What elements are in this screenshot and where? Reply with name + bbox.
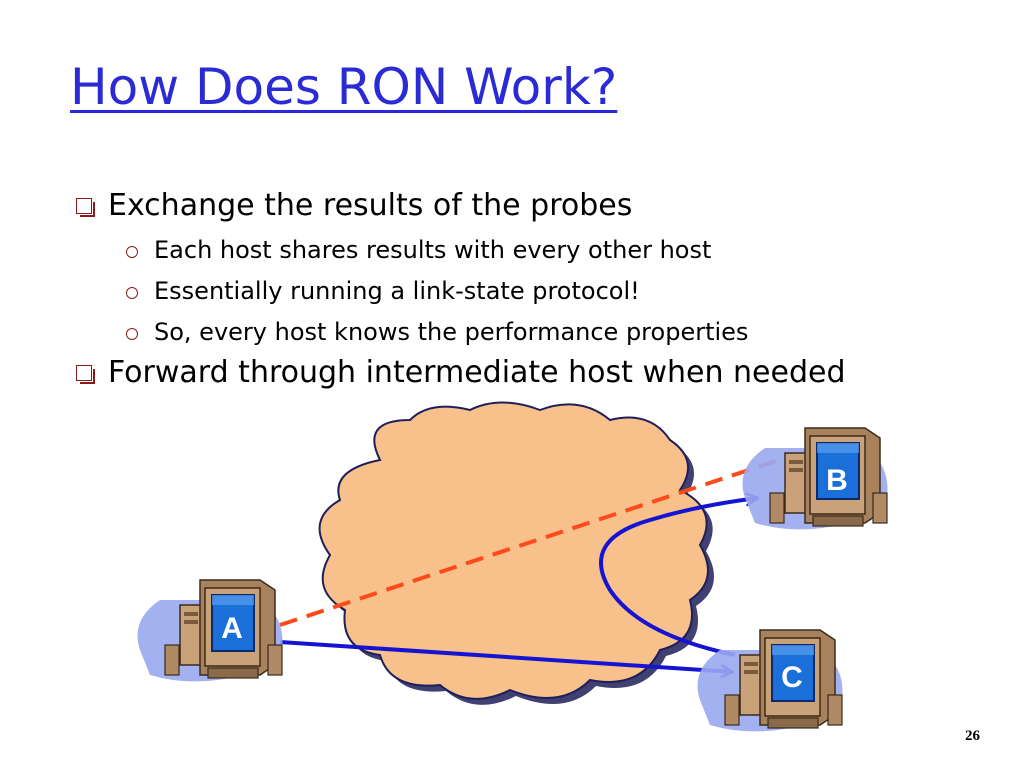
- square-bullet-icon: [76, 365, 95, 384]
- host-label-b: B: [826, 464, 848, 497]
- bullet-item: Forward through intermediate host when n…: [70, 353, 1010, 397]
- bullet-item: Exchange the results of the probes: [70, 186, 1010, 230]
- probe-path-line: [279, 456, 786, 627]
- detour-route-arrow: [599, 492, 760, 657]
- circle-bullet-icon: [126, 287, 138, 299]
- computer-b-icon: [741, 427, 889, 531]
- square-bullet-icon: [76, 198, 95, 217]
- direct-route-arrow: [279, 640, 735, 679]
- bullet-text: Exchange the results of the probes: [108, 188, 633, 223]
- page-number: 26: [965, 728, 980, 744]
- sub-bullet-text: Essentially running a link-state protoco…: [154, 277, 640, 305]
- host-label-c: C: [781, 661, 803, 694]
- sub-bullet-text: Each host shares results with every othe…: [154, 236, 712, 264]
- sub-bullet-item: Each host shares results with every othe…: [70, 230, 1010, 271]
- computer-a-icon: [136, 579, 284, 683]
- sub-bullet-item: So, every host knows the performance pro…: [70, 312, 1010, 353]
- slide-title: How Does RON Work?: [70, 58, 618, 116]
- bullet-text: Forward through intermediate host when n…: [108, 355, 846, 390]
- bullet-list: Exchange the results of the probes Each …: [70, 186, 1010, 397]
- host-label-a: A: [221, 612, 243, 645]
- sub-bullet-item: Essentially running a link-state protoco…: [70, 271, 1010, 312]
- cloud-icon: [318, 401, 714, 705]
- circle-bullet-icon: [126, 246, 138, 258]
- sub-bullet-text: So, every host knows the performance pro…: [154, 318, 749, 346]
- computer-c-icon: [696, 629, 844, 733]
- circle-bullet-icon: [126, 328, 138, 340]
